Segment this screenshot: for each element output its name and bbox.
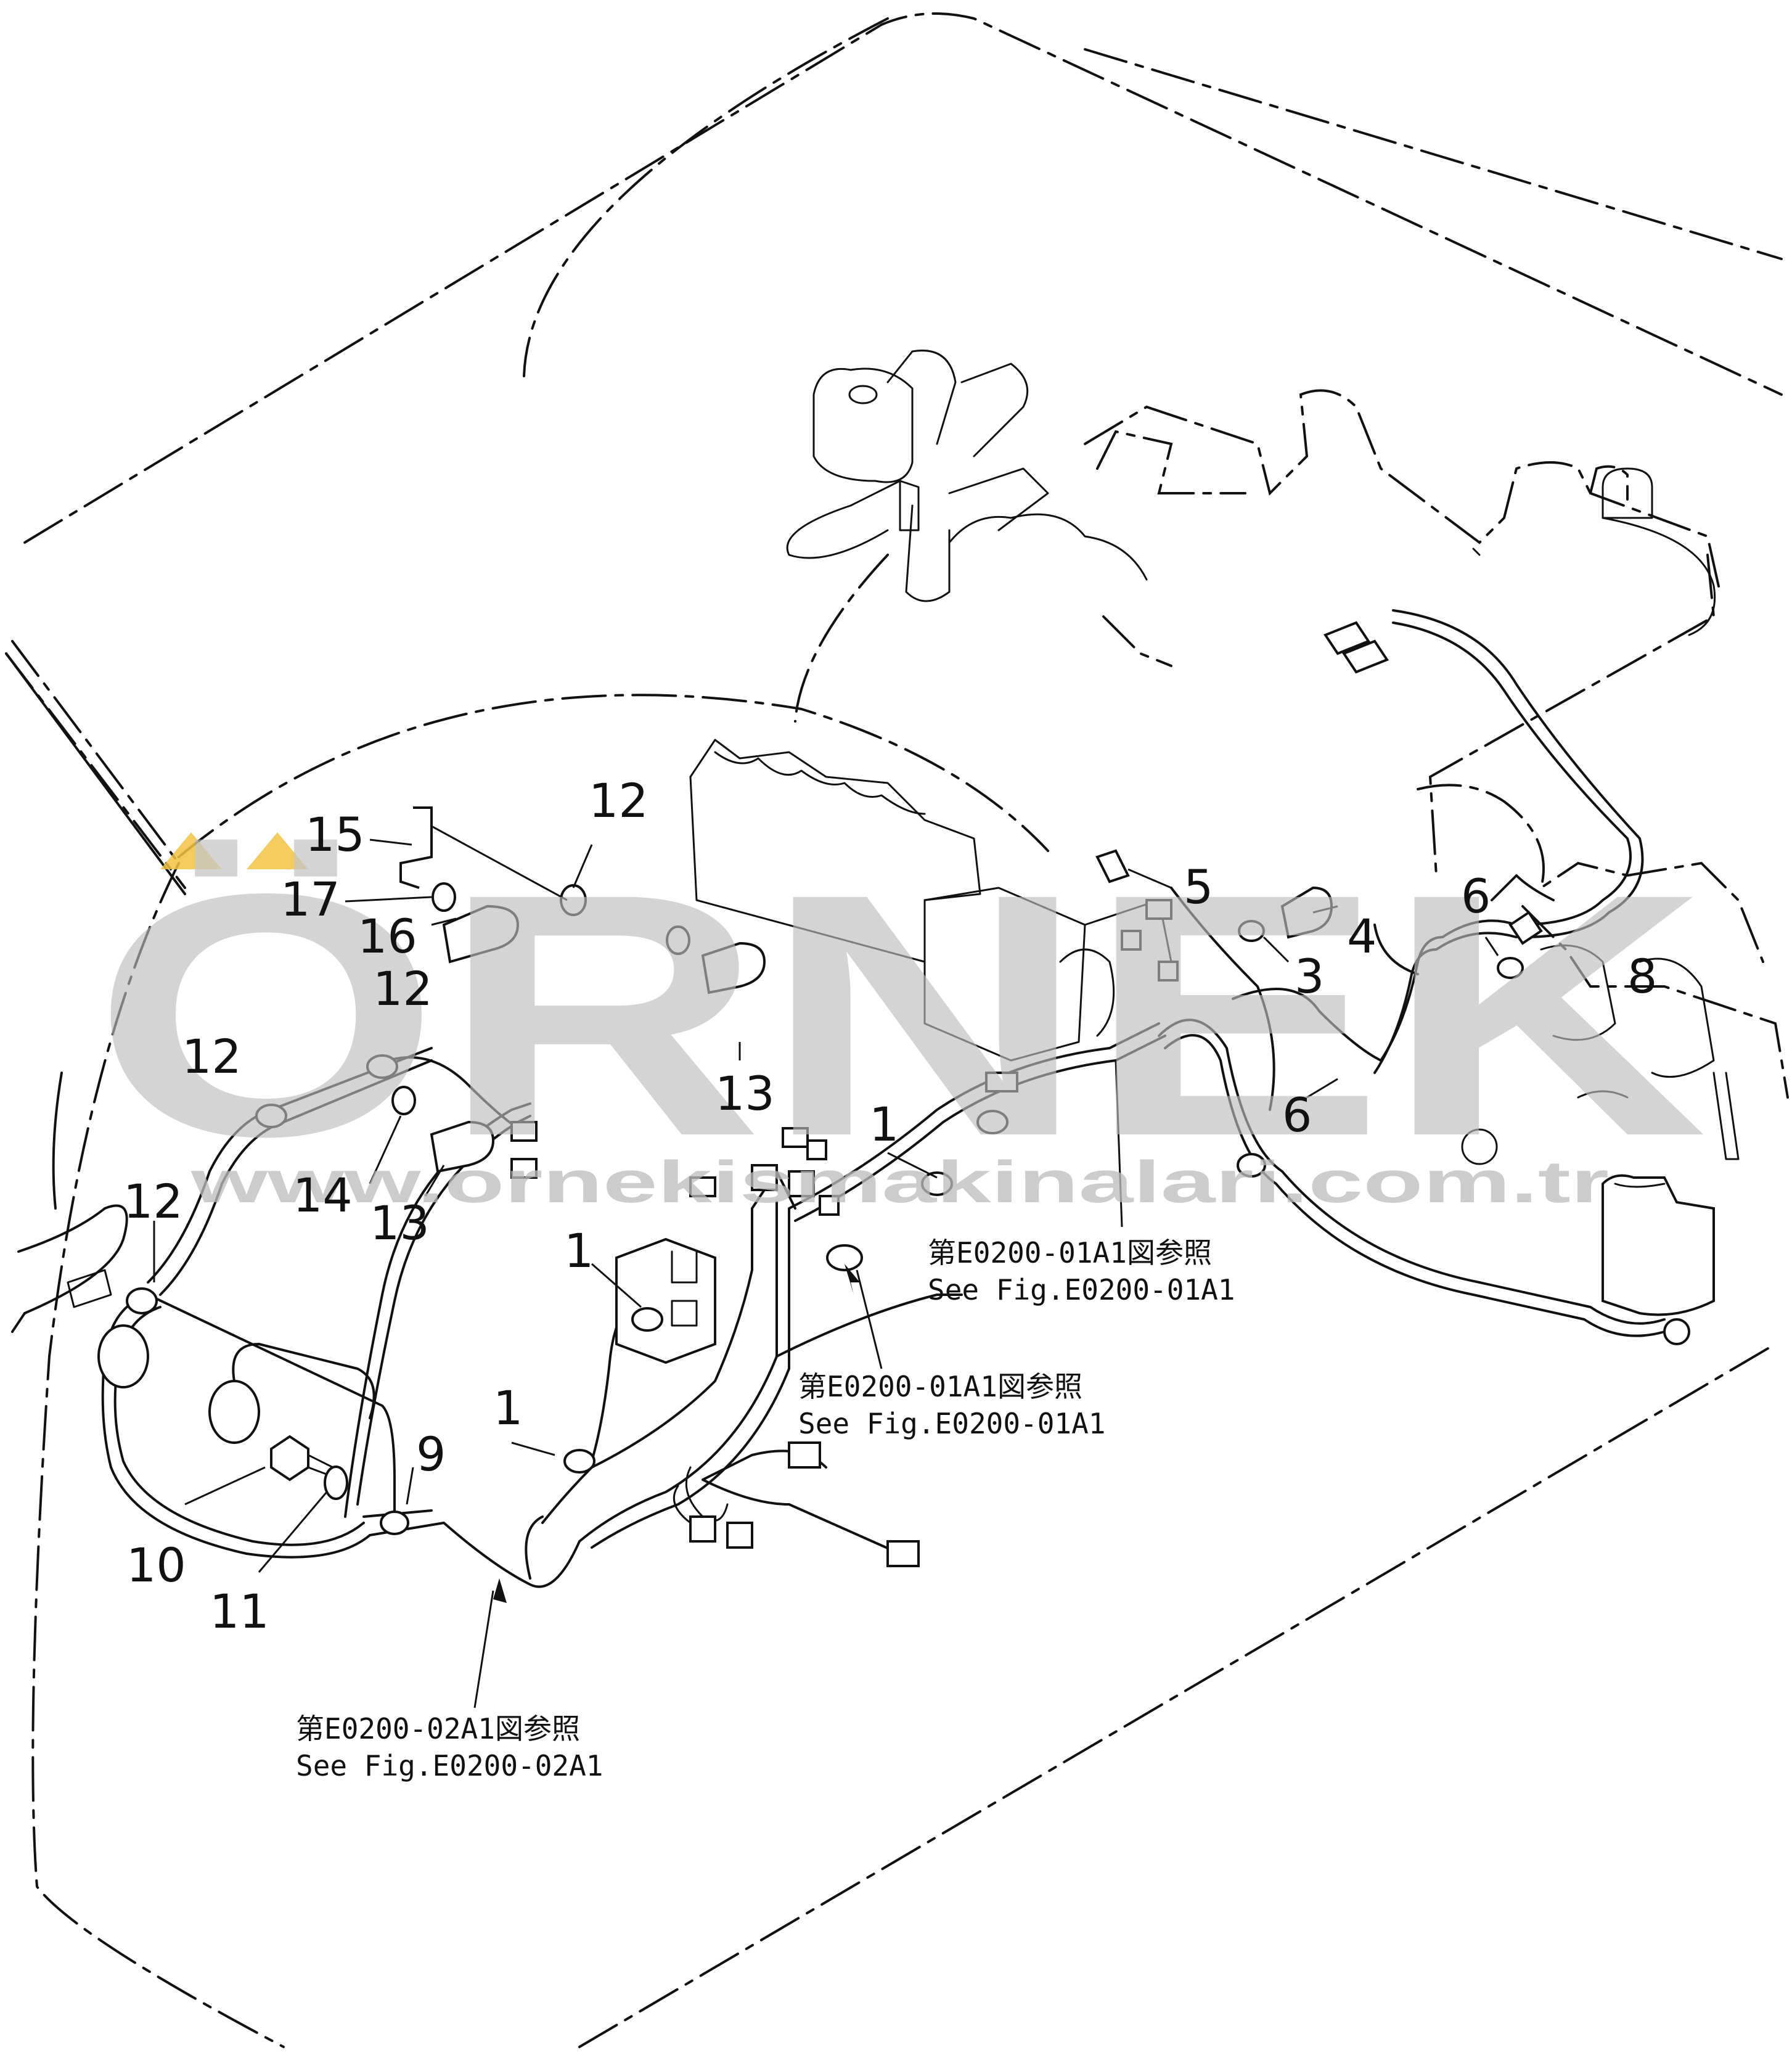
callout-1: 1 xyxy=(869,1097,899,1152)
callout-5: 5 xyxy=(1184,859,1213,914)
bolt xyxy=(270,1435,309,1482)
washer xyxy=(324,1466,348,1500)
bracket xyxy=(399,806,433,889)
reference-1-en: See Fig.E0200-01A1 xyxy=(928,1273,1235,1306)
connector xyxy=(726,1522,753,1549)
washer xyxy=(1238,920,1265,942)
watermark-accent-left xyxy=(160,832,222,869)
clamp xyxy=(126,1287,158,1314)
horn xyxy=(208,1380,260,1444)
connector xyxy=(751,1164,778,1191)
reference-2-en: See Fig.E0200-01A1 xyxy=(798,1407,1106,1440)
clamp xyxy=(826,1244,863,1271)
connector xyxy=(788,1170,815,1197)
wiring-harness xyxy=(101,609,1666,1588)
reference-1-jp: 第E0200-01A1図参照 xyxy=(928,1236,1212,1269)
machine-body-outline xyxy=(5,12,1783,2048)
watermark: ÖRNEK www.ornekismakinalari.com.tr xyxy=(92,822,1708,1215)
callout-12: 12 xyxy=(589,773,648,828)
reference-2-jp: 第E0200-01A1図参照 xyxy=(798,1370,1082,1403)
figure-references: 第E0200-01A1図参照 See Fig.E0200-01A1 第E0200… xyxy=(296,1236,1235,1782)
connector xyxy=(788,1441,821,1469)
callout-13: 13 xyxy=(370,1195,430,1250)
callout-1: 1 xyxy=(493,1380,523,1435)
clamp xyxy=(921,1171,953,1196)
callout-4: 4 xyxy=(1347,909,1377,964)
clamp xyxy=(1237,1153,1266,1178)
watermark-url: www.ornekismakinalari.com.tr xyxy=(190,1149,1609,1215)
connector xyxy=(819,1195,840,1216)
sensor xyxy=(985,1072,1018,1093)
connector xyxy=(1341,639,1389,674)
arrow xyxy=(845,1264,860,1295)
clamp xyxy=(631,1307,663,1332)
callout-8: 8 xyxy=(1627,949,1657,1004)
callout-12: 12 xyxy=(373,961,433,1016)
callout-9: 9 xyxy=(416,1427,446,1482)
callout-6: 6 xyxy=(1282,1088,1312,1142)
arrow xyxy=(493,1578,507,1603)
bracket xyxy=(1095,849,1130,883)
callout-14: 14 xyxy=(293,1168,353,1223)
bolt xyxy=(701,941,766,994)
callout-3: 3 xyxy=(1295,949,1324,1004)
connector xyxy=(1323,621,1371,655)
bolt xyxy=(442,904,520,964)
callout-10: 10 xyxy=(126,1538,186,1593)
clamp xyxy=(380,1511,409,1535)
watermark-brand: ÖRNEK xyxy=(92,822,1708,1208)
clamp xyxy=(1497,957,1524,979)
connector xyxy=(689,1515,716,1543)
callout-12: 12 xyxy=(182,1029,242,1084)
connector xyxy=(886,1540,920,1567)
connector xyxy=(806,1139,827,1160)
clamp xyxy=(976,1110,1009,1134)
washer xyxy=(666,925,690,955)
callout-11: 11 xyxy=(210,1584,269,1639)
connector xyxy=(510,1158,538,1179)
connector xyxy=(1508,911,1543,945)
callout-13: 13 xyxy=(715,1066,775,1121)
sensor xyxy=(1663,1318,1690,1345)
bolt xyxy=(1280,886,1333,939)
callout-12: 12 xyxy=(123,1174,183,1229)
clamp xyxy=(366,1054,398,1079)
fitting xyxy=(1158,961,1179,982)
connector xyxy=(689,1176,716,1197)
clamp xyxy=(255,1104,287,1128)
connector xyxy=(782,1127,809,1148)
clamp xyxy=(560,884,587,916)
horn xyxy=(97,1324,149,1388)
connector xyxy=(510,1121,538,1142)
callout-6: 6 xyxy=(1461,869,1491,924)
callout-16: 16 xyxy=(358,909,417,964)
watermark-accent-right xyxy=(247,832,308,869)
reference-3-jp: 第E0200-02A1図参照 xyxy=(296,1712,580,1745)
washer xyxy=(432,882,456,912)
callouts: 15 12 17 16 12 12 13 14 13 12 1 1 1 9 10… xyxy=(123,773,1657,1639)
leader-lines xyxy=(153,825,1499,1708)
washer xyxy=(391,1086,416,1115)
relay-box xyxy=(615,1237,716,1364)
clamp xyxy=(563,1449,595,1474)
engine-assembly xyxy=(689,350,1789,1165)
components xyxy=(97,621,1715,1567)
bolt xyxy=(430,1120,495,1173)
fitting xyxy=(1145,899,1172,920)
callout-15: 15 xyxy=(305,807,365,862)
reference-3-en: See Fig.E0200-02A1 xyxy=(296,1749,603,1782)
reserve-tank xyxy=(1602,1174,1715,1316)
callout-17: 17 xyxy=(280,872,340,927)
callout-1: 1 xyxy=(564,1223,594,1278)
fitting xyxy=(1121,930,1142,951)
